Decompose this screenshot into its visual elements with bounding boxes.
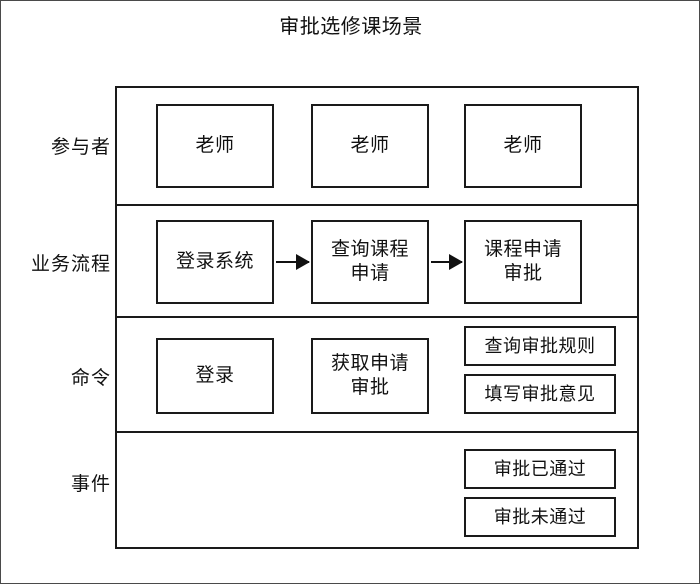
process-query-course-application[interactable]: 查询课程 申请 bbox=[311, 220, 429, 304]
arrow-query-to-approval bbox=[431, 254, 463, 270]
row-label-commands: 命令 bbox=[70, 368, 111, 389]
lane-commands: 登录 获取申请 审批 查询审批规则 填写审批意见 bbox=[117, 318, 637, 433]
lane-container: 老师 老师 老师 登录系统 查询课程 申请 课程申请 审批 登录 获取申请 审批… bbox=[115, 86, 639, 549]
participant-teacher-2[interactable]: 老师 bbox=[311, 104, 429, 188]
row-label-events: 事件 bbox=[70, 474, 111, 495]
participant-teacher-1[interactable]: 老师 bbox=[156, 104, 274, 188]
row-label-business-process: 业务流程 bbox=[30, 254, 111, 275]
command-query-approval-rules[interactable]: 查询审批规则 bbox=[464, 326, 616, 366]
process-course-application-approval[interactable]: 课程申请 审批 bbox=[464, 220, 582, 304]
event-approval-rejected[interactable]: 审批未通过 bbox=[464, 497, 616, 537]
lane-participants: 老师 老师 老师 bbox=[117, 88, 637, 206]
row-label-participants: 参与者 bbox=[50, 137, 111, 158]
command-login[interactable]: 登录 bbox=[156, 338, 274, 414]
lane-business-process: 登录系统 查询课程 申请 课程申请 审批 bbox=[117, 206, 637, 318]
participant-teacher-3[interactable]: 老师 bbox=[464, 104, 582, 188]
command-fill-approval-opinion[interactable]: 填写审批意见 bbox=[464, 374, 616, 414]
command-get-application-approval[interactable]: 获取申请 审批 bbox=[311, 338, 429, 414]
arrow-login-to-query bbox=[276, 254, 310, 270]
event-approval-passed[interactable]: 审批已通过 bbox=[464, 449, 616, 489]
page-title: 审批选修课场景 bbox=[279, 16, 423, 38]
process-login-system[interactable]: 登录系统 bbox=[156, 220, 274, 304]
lane-events: 审批已通过 审批未通过 bbox=[117, 433, 637, 547]
